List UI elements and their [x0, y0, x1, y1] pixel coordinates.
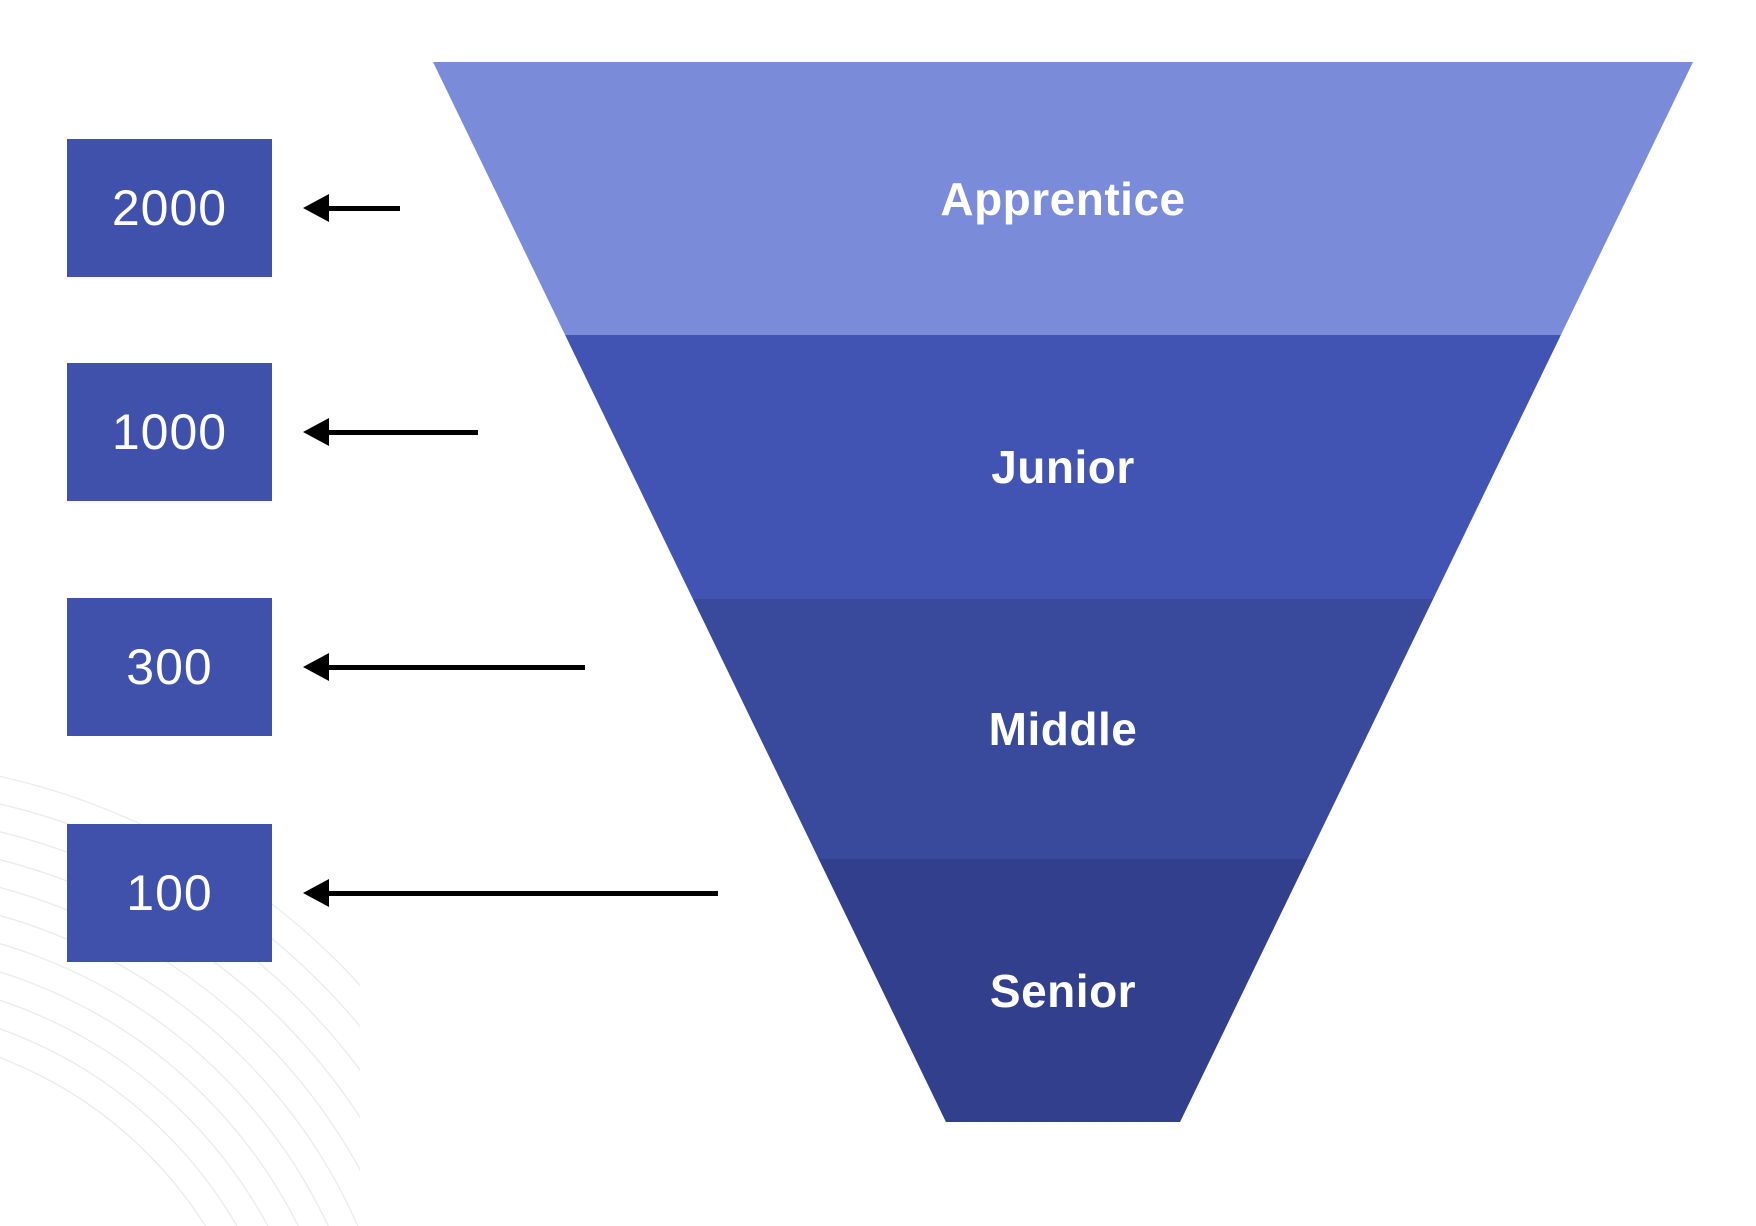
stage-label-middle: Middle	[988, 703, 1138, 755]
value-box-middle: 300	[67, 598, 272, 736]
value-box-apprentice: 2000	[67, 139, 272, 277]
left-arrow-icon-apprentice	[303, 194, 400, 222]
funnel-stage-apprentice: Apprentice	[433, 62, 1693, 335]
arrowhead-icon	[303, 418, 329, 446]
stage-label-senior: Senior	[989, 964, 1137, 1017]
value-box-junior: 1000	[67, 363, 272, 501]
arrow-shaft	[329, 890, 718, 896]
value-box-senior: 100	[67, 824, 272, 962]
stage-label-apprentice: Apprentice	[940, 172, 1186, 225]
left-arrow-icon-junior	[303, 418, 478, 446]
arrowhead-icon	[303, 879, 329, 907]
arrowhead-icon	[303, 653, 329, 681]
arrow-shaft	[329, 205, 400, 211]
stage-label-junior: Junior	[991, 441, 1135, 493]
funnel-stage-middle: Middle	[433, 599, 1693, 859]
arrow-shaft	[329, 664, 585, 670]
left-arrow-icon-senior	[303, 879, 718, 907]
funnel-stage-junior: Junior	[433, 335, 1693, 599]
arrow-shaft	[329, 429, 478, 435]
arrowhead-icon	[303, 194, 329, 222]
left-arrow-icon-middle	[303, 653, 585, 681]
funnel: Apprentice Junior Middle Senior	[433, 62, 1693, 1122]
